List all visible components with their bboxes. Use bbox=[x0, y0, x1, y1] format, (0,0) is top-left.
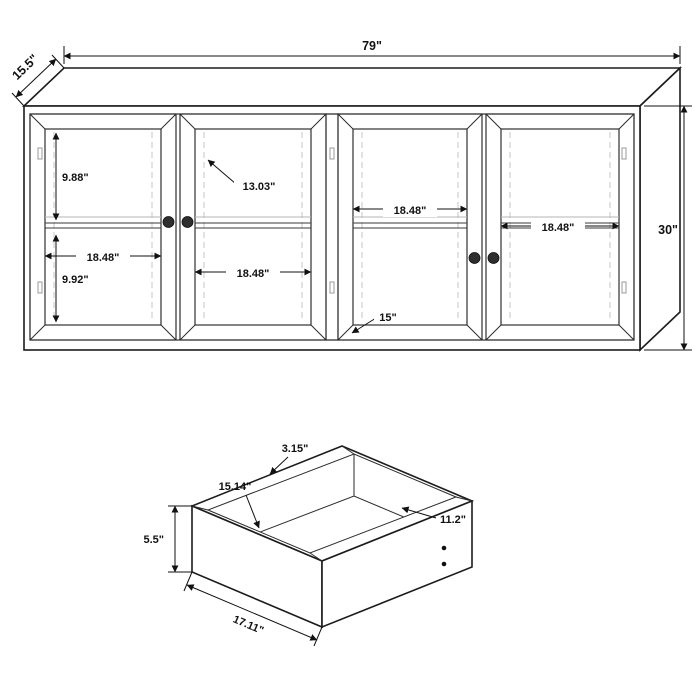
dim-label-drawer-interior-depth: 11.2" bbox=[440, 514, 466, 526]
cabinet-door-3 bbox=[337, 113, 483, 341]
dim-drawer-interior-width: 15.14" bbox=[219, 481, 260, 529]
door-1-bevel bbox=[29, 324, 46, 341]
door-3-bevel bbox=[466, 113, 483, 130]
dim-door-glass-width: 13.03" bbox=[207, 159, 284, 193]
dim-label-opening-d: 18.48" bbox=[237, 268, 270, 280]
dim-drawer-rim: 3.15" bbox=[269, 443, 309, 475]
door-1-outer bbox=[29, 113, 177, 341]
drawer-rim-corner bbox=[341, 445, 355, 455]
dim-label-drawer-height: 5.5" bbox=[143, 534, 164, 546]
door-knobs bbox=[162, 216, 500, 264]
dim-label-opening-b: 18.48" bbox=[542, 222, 575, 234]
dim-label-overall-width: 79" bbox=[362, 39, 382, 53]
dim-opening-c: 18.48" bbox=[44, 249, 162, 264]
hinge-icon bbox=[329, 147, 335, 160]
door-4-bevel bbox=[618, 113, 635, 130]
dim-label-drawer-rim: 3.15" bbox=[282, 443, 309, 455]
hinge-icon bbox=[621, 147, 627, 160]
door-1-bevel bbox=[160, 324, 177, 341]
dim-overall-height: 30" bbox=[644, 105, 692, 351]
hinge-icon bbox=[329, 281, 335, 294]
door-1-bevel bbox=[160, 113, 177, 130]
dim-label-door-glass-width: 13.03" bbox=[243, 181, 276, 193]
dim-label-opening-a: 18.48" bbox=[394, 205, 427, 217]
door-1-glass bbox=[44, 128, 162, 326]
dim-upper-opening: 9.88" bbox=[52, 132, 98, 221]
dim-label-overall-height: 30" bbox=[658, 223, 678, 237]
door-knob bbox=[487, 252, 500, 264]
cabinet-top-face bbox=[21, 67, 683, 107]
dim-label-interior-depth: 15" bbox=[379, 312, 396, 324]
drawer-rim-corner bbox=[455, 496, 473, 502]
drawer-right-face bbox=[321, 499, 473, 629]
door-2-bevel bbox=[310, 113, 327, 130]
door-knob bbox=[181, 216, 194, 228]
dim-interior-depth: 15" bbox=[351, 309, 402, 334]
hinge-marks bbox=[37, 147, 627, 294]
drawer-rim-corner bbox=[191, 505, 209, 511]
door-knob bbox=[468, 252, 481, 264]
hinge-icon bbox=[621, 281, 627, 294]
dim-label-drawer-interior-width: 15.14" bbox=[219, 481, 252, 493]
dim-lower-opening: 9.92" bbox=[52, 234, 98, 323]
door-knob bbox=[162, 216, 175, 228]
dim-label-opening-c: 18.48" bbox=[87, 252, 120, 264]
door-3-glass bbox=[352, 128, 468, 326]
door-2-bevel bbox=[179, 324, 196, 341]
door-2-outer bbox=[179, 113, 327, 341]
door-3-bevel bbox=[337, 113, 354, 130]
door-2-bevel bbox=[310, 324, 327, 341]
door-2-glass bbox=[194, 128, 312, 326]
dim-drawer-interior-depth: 11.2" bbox=[401, 506, 466, 526]
dim-opening-d: 18.48" bbox=[194, 265, 312, 280]
door-4-outer bbox=[485, 113, 635, 341]
dim-opening-b: 18.48" bbox=[500, 219, 620, 234]
dim-label-upper-opening: 9.88" bbox=[62, 172, 89, 184]
door-1-bevel bbox=[29, 113, 46, 130]
drawer-floor bbox=[208, 495, 456, 553]
door-4-bevel bbox=[485, 324, 502, 341]
drawer-interior bbox=[208, 454, 456, 553]
door-4-bevel bbox=[618, 324, 635, 341]
cabinet-right-face bbox=[639, 66, 681, 352]
door-3-outer bbox=[337, 113, 483, 341]
dim-label-lower-opening: 9.92" bbox=[62, 274, 89, 286]
drawer-drawing: 5.5" 17.11" 3.15" 15.14" 11.2" bbox=[143, 443, 475, 647]
screw-icon bbox=[441, 561, 447, 567]
cabinet-door-2 bbox=[179, 113, 327, 341]
drawer-rim-corner bbox=[309, 552, 323, 562]
screw-icon bbox=[441, 545, 447, 551]
cabinet-drawing: 79" 15.5" 30" 9.88" 13.03" 18.4 bbox=[9, 39, 692, 352]
hinge-icon bbox=[37, 281, 43, 294]
door-4-bevel bbox=[485, 113, 502, 130]
dim-drawer-height: 5.5" bbox=[143, 505, 192, 573]
hinge-icon bbox=[37, 147, 43, 160]
door-3-bevel bbox=[337, 324, 354, 341]
door-2-bevel bbox=[179, 113, 196, 130]
dim-label-drawer-width: 17.11" bbox=[231, 613, 265, 637]
dim-overall-width: 79" bbox=[63, 39, 681, 64]
door-3-bevel bbox=[466, 324, 483, 341]
dim-opening-a: 18.48" bbox=[352, 202, 468, 217]
